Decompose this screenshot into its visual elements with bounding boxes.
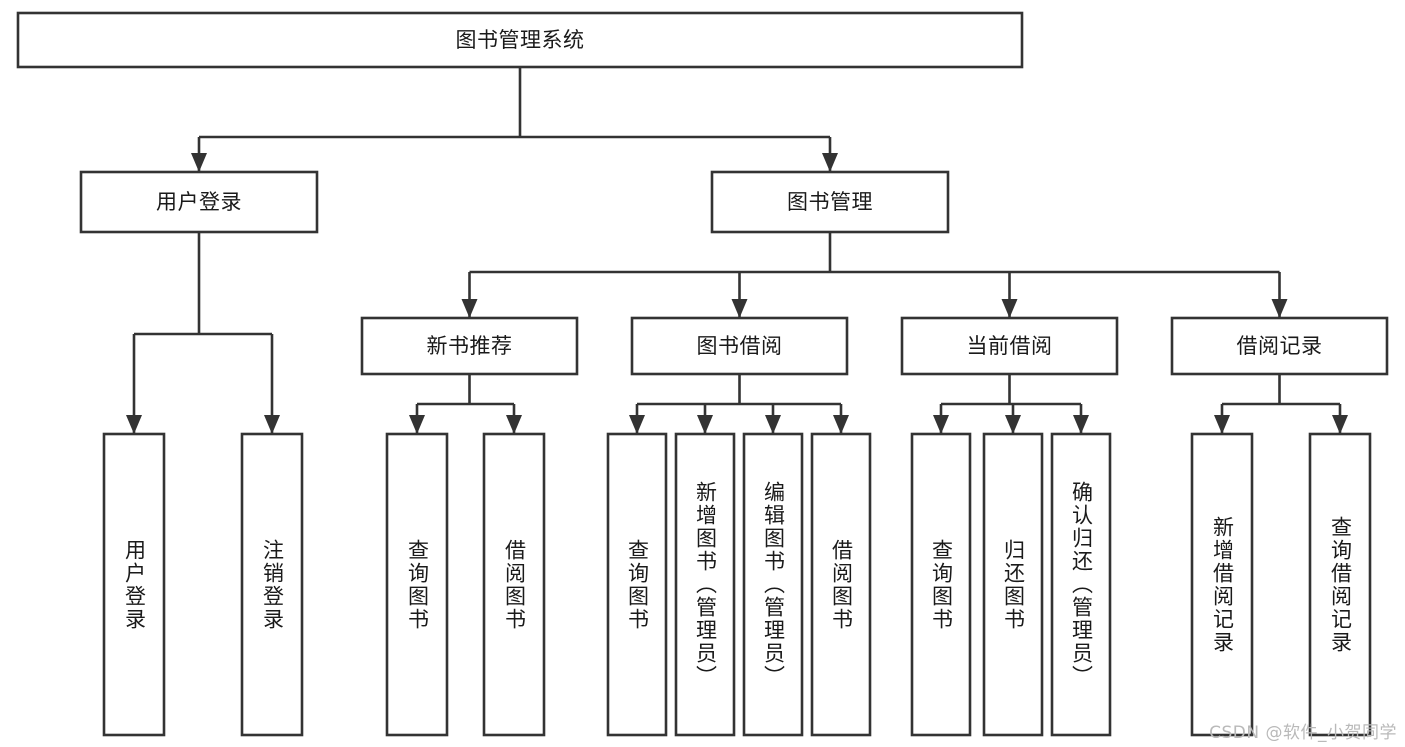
node-box-leaf-query-book-current[interactable] <box>910 432 972 737</box>
arrow-head-borrow-record <box>1271 299 1288 318</box>
node-box-leaf-user-login[interactable] <box>102 432 166 737</box>
arrow-head-leaf-user-logout <box>264 415 280 434</box>
arrow-head-book-manage <box>822 153 838 172</box>
node-box-leaf-add-book-admin[interactable] <box>674 432 736 737</box>
arrow-head-leaf-query-book-rec <box>409 415 425 434</box>
node-box-new-book-rec[interactable] <box>360 316 579 376</box>
node-box-leaf-confirm-return-admin[interactable] <box>1050 432 1112 737</box>
node-box-book-borrow[interactable] <box>630 316 849 376</box>
arrow-head-leaf-confirm-return-admin <box>1073 415 1089 434</box>
arrow-head-leaf-add-book-admin <box>697 415 713 434</box>
node-box-root[interactable] <box>16 11 1024 69</box>
arrow-head-leaf-query-borrow-record <box>1332 415 1348 434</box>
node-box-book-manage[interactable] <box>710 170 950 234</box>
node-box-leaf-query-book-rec[interactable] <box>385 432 449 737</box>
arrow-head-leaf-user-login <box>126 415 142 434</box>
arrow-head-leaf-query-book-current <box>933 415 949 434</box>
arrow-head-leaf-borrow-book <box>833 415 849 434</box>
arrow-head-user-login <box>191 153 207 172</box>
arrow-head-leaf-return-book <box>1005 415 1021 434</box>
node-box-leaf-borrow-book-rec[interactable] <box>482 432 546 737</box>
node-box-user-login[interactable] <box>79 170 319 234</box>
arrow-head-current-borrow <box>1001 299 1018 318</box>
arrow-head-leaf-edit-book-admin <box>765 415 781 434</box>
node-box-leaf-query-book-borrow[interactable] <box>606 432 668 737</box>
node-box-leaf-return-book[interactable] <box>982 432 1044 737</box>
node-box-leaf-user-logout[interactable] <box>240 432 304 737</box>
arrow-head-new-book-rec <box>461 299 478 318</box>
arrow-head-leaf-borrow-book-rec <box>506 415 522 434</box>
node-box-leaf-edit-book-admin[interactable] <box>742 432 804 737</box>
node-box-current-borrow[interactable] <box>900 316 1119 376</box>
arrow-head-leaf-query-book-borrow <box>629 415 645 434</box>
connector-layer <box>126 67 1348 434</box>
arrow-head-book-borrow <box>731 299 748 318</box>
node-box-leaf-add-borrow-record[interactable] <box>1190 432 1254 737</box>
node-box-borrow-record[interactable] <box>1170 316 1389 376</box>
node-box-leaf-borrow-book[interactable] <box>810 432 872 737</box>
node-box-leaf-query-borrow-record[interactable] <box>1308 432 1372 737</box>
node-box-layer <box>16 11 1389 737</box>
arrow-head-leaf-add-borrow-record <box>1214 415 1230 434</box>
